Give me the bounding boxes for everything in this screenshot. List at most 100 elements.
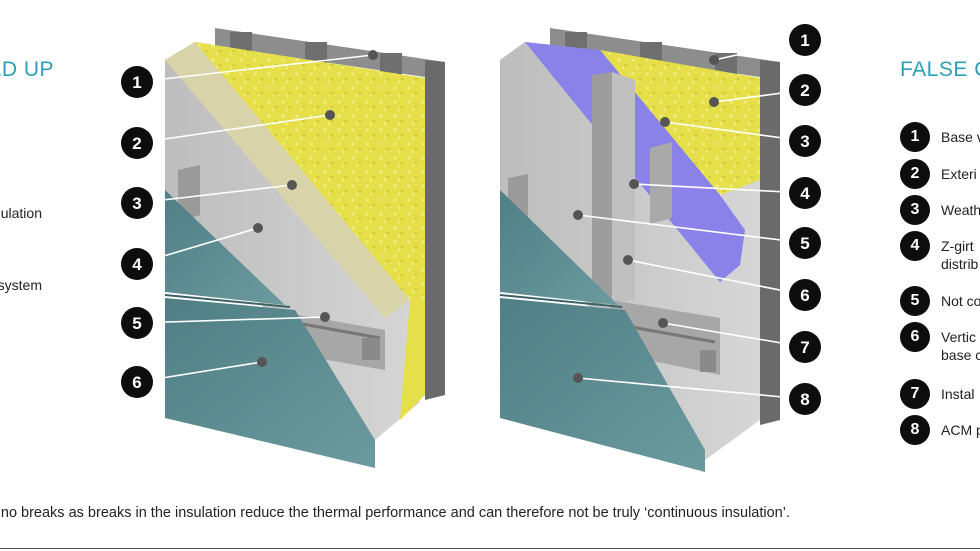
- right-callout-circle: [789, 177, 821, 209]
- right-insulation: [600, 50, 760, 195]
- left-weather-barrier: [165, 42, 410, 318]
- left-wall-assembly: [164, 28, 445, 468]
- left-base-wall-edge: [425, 60, 445, 400]
- left-label-insulation: ulation: [0, 205, 42, 221]
- left-callout-circle: [121, 307, 153, 339]
- left-leader-line: [136, 54, 374, 83]
- left-leader-dot: [253, 223, 263, 233]
- left-stud-2: [305, 42, 327, 64]
- right-callout-number: 3: [800, 132, 809, 151]
- legend-item-3: 3 Weath: [900, 195, 980, 225]
- right-base-wall-edge: [760, 60, 780, 425]
- legend-item-7: 7 Instal: [900, 379, 974, 409]
- right-leader-line: [627, 259, 806, 296]
- right-leader-line: [633, 183, 806, 194]
- right-leader-dot: [709, 55, 719, 65]
- right-leader-dot: [623, 255, 633, 265]
- right-callout-circle: [789, 125, 821, 157]
- legend-text: ACM p: [941, 422, 980, 438]
- right-callout-circle: [789, 383, 821, 415]
- left-leader-dot: [287, 180, 297, 190]
- legend-number-badge: 6: [900, 322, 930, 352]
- left-callout-number: 2: [132, 134, 141, 153]
- legend-text: Weath: [941, 202, 980, 218]
- left-callout-number: 6: [132, 373, 141, 392]
- right-callout-circle: [789, 24, 821, 56]
- legend-item-2: 2 Exteri: [900, 159, 977, 189]
- left-callout-circle: [121, 66, 153, 98]
- legend-text: Vertic: [941, 329, 977, 345]
- legend-item-5: 5 Not co: [900, 286, 980, 316]
- left-panel-joint: [164, 294, 291, 308]
- legend-number-badge: 8: [900, 415, 930, 445]
- left-insulation-edge: [400, 300, 425, 420]
- right-callout-number: 8: [800, 390, 809, 409]
- right-leader-line: [664, 121, 806, 142]
- right-rail-clip: [700, 350, 716, 372]
- left-acm-panel-lower: [165, 298, 375, 468]
- bottom-rule: [0, 548, 980, 549]
- left-callout-circle: [121, 187, 153, 219]
- right-vertical-girt: [592, 72, 612, 306]
- right-leader-dot: [709, 97, 719, 107]
- left-insulation: [195, 42, 425, 300]
- left-leader-line: [136, 184, 293, 204]
- right-callout-number: 2: [800, 81, 809, 100]
- left-leader-line: [136, 361, 263, 383]
- right-rail-line: [619, 323, 716, 344]
- left-leader-dot: [368, 50, 378, 60]
- left-leader-dot: [325, 110, 335, 120]
- right-wall-assembly: [499, 28, 780, 472]
- left-leader-line: [136, 114, 331, 144]
- right-callout-number: 1: [800, 31, 809, 50]
- right-callout-number: 5: [800, 234, 809, 253]
- legend-text: Z-girt: [941, 238, 974, 254]
- left-leader-dot: [320, 312, 330, 322]
- right-leader-dot: [573, 210, 583, 220]
- legend-number-badge: 5: [900, 286, 930, 316]
- right-leader-line: [577, 377, 806, 400]
- left-leader-line: [136, 227, 259, 265]
- right-callout-circle: [789, 227, 821, 259]
- left-callout-number: 1: [132, 73, 141, 92]
- right-callout-circle: [789, 74, 821, 106]
- right-leader-line: [662, 322, 806, 348]
- right-acm-panel-upper: [500, 190, 618, 305]
- right-diagram-heading: FALSE C: [900, 58, 980, 81]
- legend-number-badge: 3: [900, 195, 930, 225]
- legend-text: distrib: [941, 256, 979, 272]
- left-callout-number: 3: [132, 194, 141, 213]
- left-label-system: system: [0, 277, 42, 293]
- legend-number-badge: 7: [900, 379, 930, 409]
- right-callout-circle: [789, 331, 821, 363]
- legend-item-6: 6 Vertic base c: [900, 322, 980, 364]
- legend-number-badge: 2: [900, 159, 930, 189]
- right-callout-number: 6: [800, 286, 809, 305]
- right-callout-circle: [789, 279, 821, 311]
- legend-text: Base v: [941, 129, 980, 145]
- right-leader-line: [577, 214, 806, 244]
- right-leader-dot: [573, 373, 583, 383]
- right-callout-number: 7: [800, 338, 809, 357]
- legend-number-badge: 4: [900, 231, 930, 261]
- left-rail-clip: [362, 338, 380, 360]
- right-z-girt-clip: [650, 142, 672, 224]
- legend-text: Not co: [941, 293, 980, 309]
- left-callout-circle: [121, 127, 153, 159]
- footnote: ation has no breaks as breaks in the ins…: [0, 505, 790, 521]
- left-acm-panel-upper: [165, 190, 285, 305]
- left-leader-dot: [257, 357, 267, 367]
- left-stud-3: [380, 53, 402, 75]
- left-diagram-heading: LD UP: [0, 58, 54, 81]
- left-callout-number: 4: [132, 255, 142, 274]
- legend-item-8: 8 ACM p: [900, 415, 980, 445]
- left-callout-number: 5: [132, 314, 141, 333]
- legend-item-4: 4 Z-girt distrib: [900, 231, 978, 273]
- left-callout-circle: [121, 248, 153, 280]
- right-leader-dot: [629, 179, 639, 189]
- left-leader-line: [136, 316, 326, 324]
- right-leader-dot: [658, 318, 668, 328]
- right-leader-dot: [660, 117, 670, 127]
